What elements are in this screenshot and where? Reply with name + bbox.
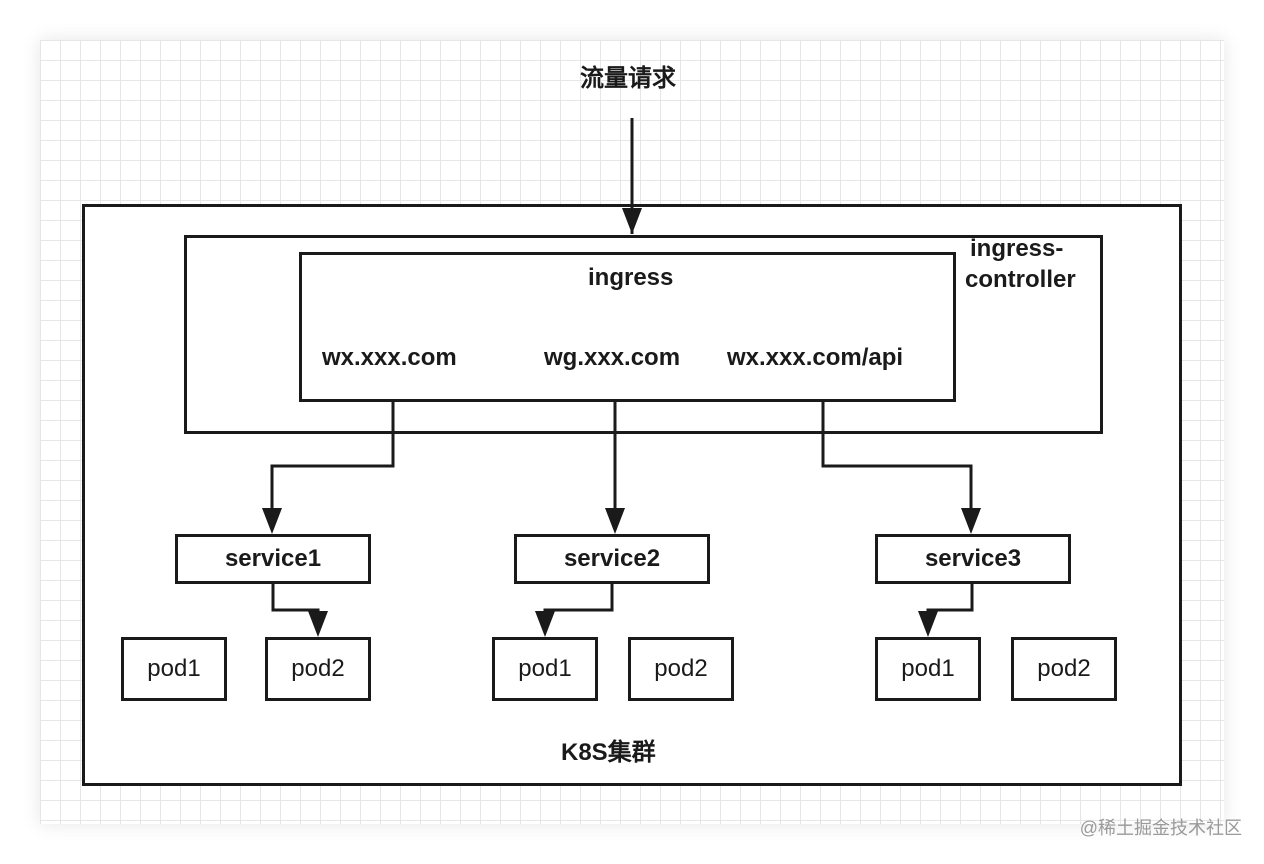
ingress-rule-2: wg.xxx.com — [544, 344, 681, 371]
ingress-controller-label-line2: controller — [965, 266, 1076, 293]
service2-box: service2 — [514, 534, 710, 584]
service3-pod1-label: pod1 — [901, 655, 955, 682]
service1-label: service1 — [224, 545, 322, 572]
service2-pod2-label: pod2 — [654, 655, 708, 682]
service3-pod1-box: pod1 — [875, 637, 981, 701]
ingress-rule-1: wx.xxx.com — [322, 344, 457, 371]
service2-pod2-box: pod2 — [628, 637, 734, 701]
ingress-rule-3: wx.xxx.com/api — [727, 344, 904, 371]
ingress-box — [299, 252, 956, 402]
service2-pod1-box: pod1 — [492, 637, 598, 701]
traffic-label: 流量请求 — [580, 65, 676, 92]
service1-pod2-box: pod2 — [265, 637, 371, 701]
service2-pod1-label: pod1 — [518, 655, 572, 682]
service1-pod1-box: pod1 — [121, 637, 227, 701]
service1-pod1-label: pod1 — [147, 655, 201, 682]
service1-box: service1 — [175, 534, 371, 584]
service1-pod2-label: pod2 — [291, 655, 345, 682]
ingress-label: ingress — [588, 264, 674, 291]
watermark: @稀土掘金技术社区 — [1079, 818, 1242, 838]
service3-pod2-box: pod2 — [1011, 637, 1117, 701]
ingress-controller-label-line1: ingress- — [970, 235, 1064, 262]
service3-pod2-label: pod2 — [1037, 655, 1091, 682]
cluster-label: K8S集群 — [561, 739, 656, 766]
service3-label: service3 — [924, 545, 1022, 572]
service2-label: service2 — [563, 545, 661, 572]
service3-box: service3 — [875, 534, 1071, 584]
